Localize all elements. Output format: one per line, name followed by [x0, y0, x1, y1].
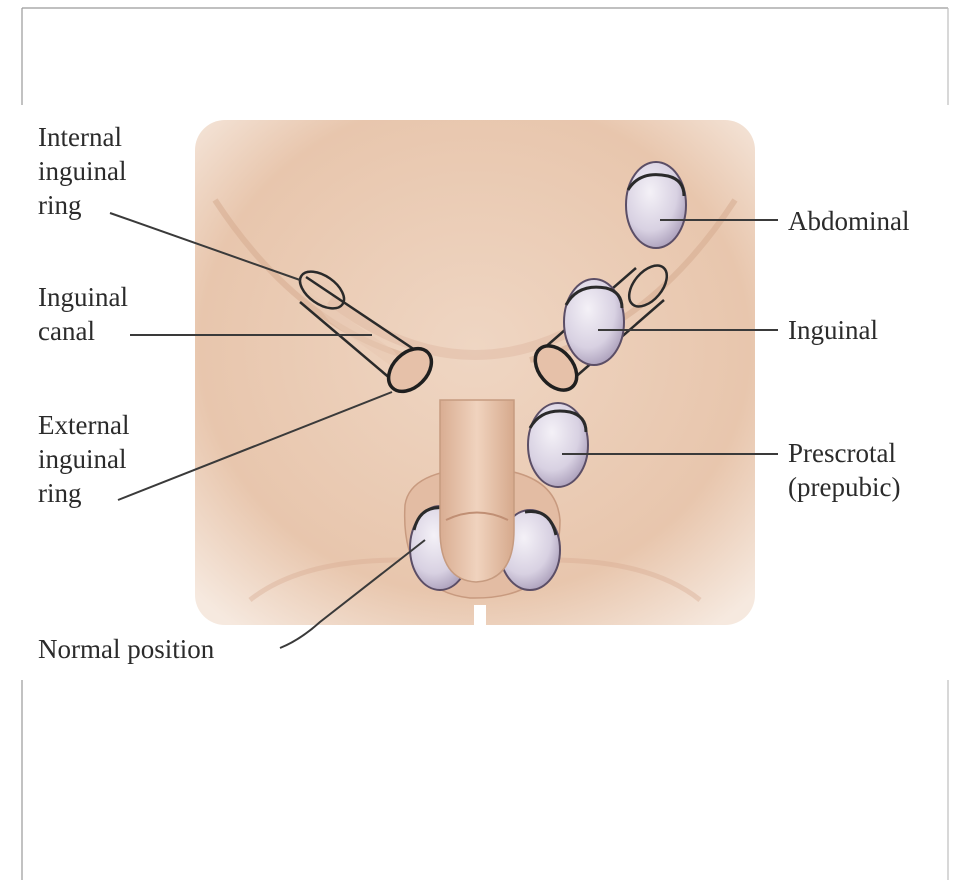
label-line: Internal — [38, 120, 127, 154]
label-internal-inguinal-ring: Internal inguinal ring — [38, 120, 127, 222]
label-line: inguinal — [38, 442, 129, 476]
penis — [440, 400, 514, 582]
label-line: (prepubic) — [788, 470, 900, 504]
label-external-inguinal-ring: External inguinal ring — [38, 408, 129, 510]
label-line: ring — [38, 476, 129, 510]
label-abdominal: Abdominal — [788, 204, 910, 238]
label-line: canal — [38, 314, 128, 348]
label-normal-position: Normal position — [38, 632, 214, 666]
label-line: Prescrotal — [788, 436, 900, 470]
label-prescrotal: Prescrotal (prepubic) — [788, 436, 900, 504]
label-line: External — [38, 408, 129, 442]
testis-prescrotal — [528, 403, 588, 487]
label-line: ring — [38, 188, 127, 222]
label-inguinal: Inguinal — [788, 313, 878, 347]
label-inguinal-canal: Inguinal canal — [38, 280, 128, 348]
testis-abdominal — [626, 162, 686, 248]
label-line: inguinal — [38, 154, 127, 188]
testis-inguinal — [564, 279, 624, 365]
label-line: Inguinal — [38, 280, 128, 314]
